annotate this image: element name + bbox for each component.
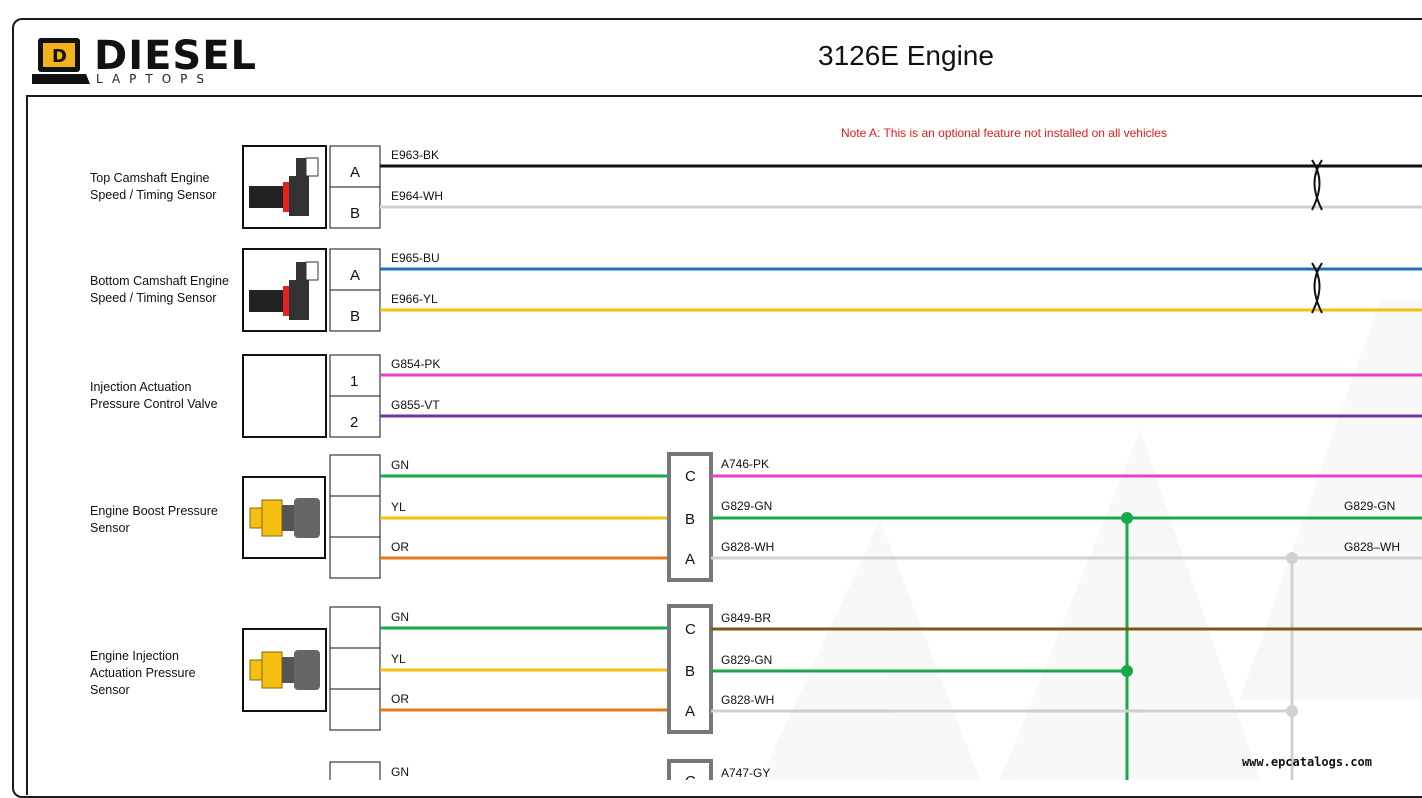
wire-label-gn: GN — [391, 765, 409, 779]
wire-label-yl: YL — [391, 652, 406, 666]
wire-label-or: OR — [391, 540, 409, 554]
wire-label-e964: E964-WH — [391, 189, 443, 203]
bottom-camshaft-sensor — [242, 248, 381, 332]
pin-2: 2 — [350, 414, 358, 431]
diesel-laptops-logo: D DIESEL LAPTOPS — [32, 34, 262, 90]
label-injection-pressure-sensor: Engine Injection Actuation Pressure Sens… — [90, 649, 196, 697]
label-injection-actuation-valve: Injection Actuation Pressure Control Val… — [90, 380, 218, 411]
watermark-url: www.epcatalogs.com — [1241, 755, 1372, 769]
page-title: 3126E Engine — [818, 40, 994, 71]
pin-a: A — [350, 267, 360, 284]
camshaft-sensor-icon — [249, 261, 319, 320]
pin-c: C — [685, 468, 696, 485]
boost-cell-3 — [329, 536, 381, 579]
laptop-logo-icon: D — [32, 38, 90, 84]
svg-text:D: D — [52, 46, 67, 67]
wire-label-g828: G828-WH — [721, 540, 774, 554]
wire-label-gn: GN — [391, 458, 409, 472]
wire-label-g849: G849-BR — [721, 611, 771, 625]
valve-pin-2-cell — [329, 395, 381, 438]
splice-dot — [1121, 665, 1133, 677]
injection-cell-2 — [329, 647, 381, 690]
label-bottom-camshaft-sensor: Bottom Camshaft Engine Speed / Timing Se… — [90, 274, 229, 305]
wire-label-g855: G855-VT — [391, 398, 440, 412]
wire-label-e963: E963-BK — [391, 148, 439, 162]
camshaft-sensor-icon — [249, 157, 319, 216]
wire-label-a746: A746-PK — [721, 457, 769, 471]
note-a: Note A: This is an optional feature not … — [841, 126, 1167, 140]
logo-subtitle: LAPTOPS — [96, 72, 214, 86]
next-component-cell — [329, 761, 381, 780]
top-camshaft-sensor — [242, 145, 381, 229]
wire-label-g829-right: G829-GN — [1344, 499, 1395, 513]
valve-box — [242, 354, 327, 438]
wire-label-yl: YL — [391, 500, 406, 514]
wire-label-g828: G828-WH — [721, 693, 774, 707]
pin-b: B — [685, 511, 695, 528]
wire-label-g828-right: G828–WH — [1344, 540, 1400, 554]
splice-dot — [1121, 512, 1133, 524]
label-boost-pressure-sensor: Engine Boost Pressure Sensor — [90, 504, 218, 535]
pin-a: A — [350, 164, 360, 181]
pin-b: B — [350, 308, 360, 325]
splice-dot — [1286, 705, 1298, 717]
connector-1 — [667, 452, 713, 582]
splice-dot — [1286, 552, 1298, 564]
wire-label-g854: G854-PK — [391, 357, 440, 371]
wire-label-e966: E966-YL — [391, 292, 438, 306]
pressure-sensor-icon — [249, 498, 320, 538]
twisted-pair-icon — [1311, 159, 1323, 211]
wire-label-g829: G829-GN — [721, 499, 772, 513]
pressure-sensor-icon — [249, 650, 320, 690]
diagram-area — [26, 95, 1422, 795]
injection-cell-3 — [329, 688, 381, 731]
connector-3 — [667, 759, 713, 780]
wire-label-gn: GN — [391, 610, 409, 624]
connector-2 — [667, 604, 713, 734]
wire-label-a747: A747-GY — [721, 766, 770, 780]
boost-cell-1 — [329, 454, 381, 497]
wire-label-or: OR — [391, 692, 409, 706]
pin-c: C — [685, 773, 696, 780]
pin-1: 1 — [350, 373, 358, 390]
label-top-camshaft-sensor: Top Camshaft Engine Speed / Timing Senso… — [90, 171, 217, 202]
pin-b: B — [685, 663, 695, 680]
twisted-pair-icon — [1311, 262, 1323, 314]
boost-cell-2 — [329, 495, 381, 538]
wiring-diagram: A B E963-BK E964-WH A B E965-BU E966-YL … — [242, 145, 1422, 780]
pin-c: C — [685, 621, 696, 638]
wire-label-e965: E965-BU — [391, 251, 440, 265]
injection-cell-1 — [329, 606, 381, 649]
pin-a: A — [685, 703, 695, 720]
background-watermark — [760, 300, 1422, 780]
pin-b: B — [350, 205, 360, 222]
wire-label-g829: G829-GN — [721, 653, 772, 667]
pin-a: A — [685, 551, 695, 568]
logo-word: DIESEL — [94, 33, 258, 79]
